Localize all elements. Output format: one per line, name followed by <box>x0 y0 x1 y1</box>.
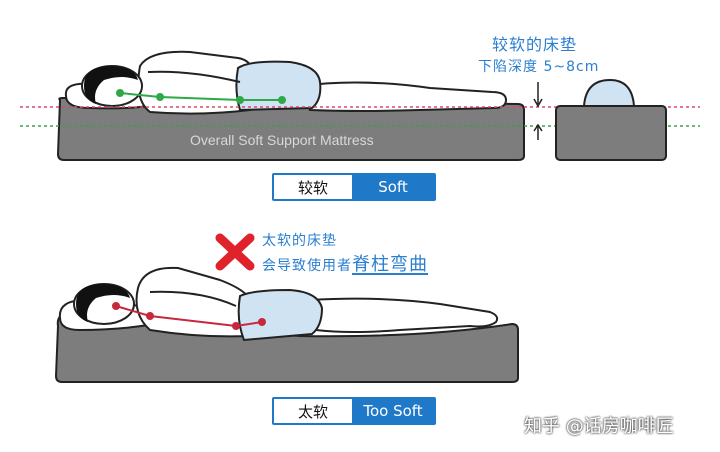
mattress-label: Overall Soft Support Mattress <box>190 132 374 148</box>
crosssection-mattress <box>555 105 667 161</box>
shorts-bottom <box>237 288 324 342</box>
warning-line2: 会导致使用者脊柱弯曲 <box>262 256 428 275</box>
torso-top <box>137 50 254 115</box>
spine-dot <box>156 93 164 101</box>
red-cross-icon <box>215 233 255 271</box>
arrow-head-down <box>533 98 543 108</box>
shorts-top <box>235 60 322 112</box>
hair-bottom <box>76 284 130 322</box>
soft-note-line2: 下陷深度 5~8cm <box>478 59 600 75</box>
legs-bottom <box>308 297 499 333</box>
too-soft-tag-cn: 太软 <box>274 399 353 423</box>
arm-bottom <box>149 290 237 307</box>
soft-tag: 较软 Soft <box>272 173 436 201</box>
spine-dot <box>232 322 240 330</box>
spine-dot <box>146 312 154 320</box>
warning-line1: 太软的床垫 <box>262 233 337 249</box>
soft-tag-cn: 较软 <box>274 175 353 199</box>
arrow-head-up <box>533 123 543 132</box>
spine-dot <box>116 89 124 97</box>
soft-tag-en: Soft <box>352 175 434 199</box>
spine-dot <box>278 96 286 104</box>
spine-line-curved <box>115 305 263 328</box>
spine-dot <box>258 318 266 326</box>
too-soft-tag-en: Too Soft <box>352 399 434 423</box>
hair-top <box>84 66 138 104</box>
warning-line2-prefix: 会导致使用者 <box>262 258 352 274</box>
arm-top <box>147 70 241 83</box>
watermark: 知乎 @话房咖啡匠 <box>524 416 674 437</box>
spine-dot <box>112 302 120 310</box>
spine-line-straight <box>119 92 282 101</box>
too-soft-tag: 太软 Too Soft <box>272 397 436 425</box>
soft-note-line1: 较软的床垫 <box>492 35 578 54</box>
shoulder-crosssection-icon <box>582 78 636 107</box>
warning-emphasis: 脊柱弯曲 <box>352 254 428 275</box>
spine-dot <box>236 96 244 104</box>
legs-top <box>298 81 508 112</box>
